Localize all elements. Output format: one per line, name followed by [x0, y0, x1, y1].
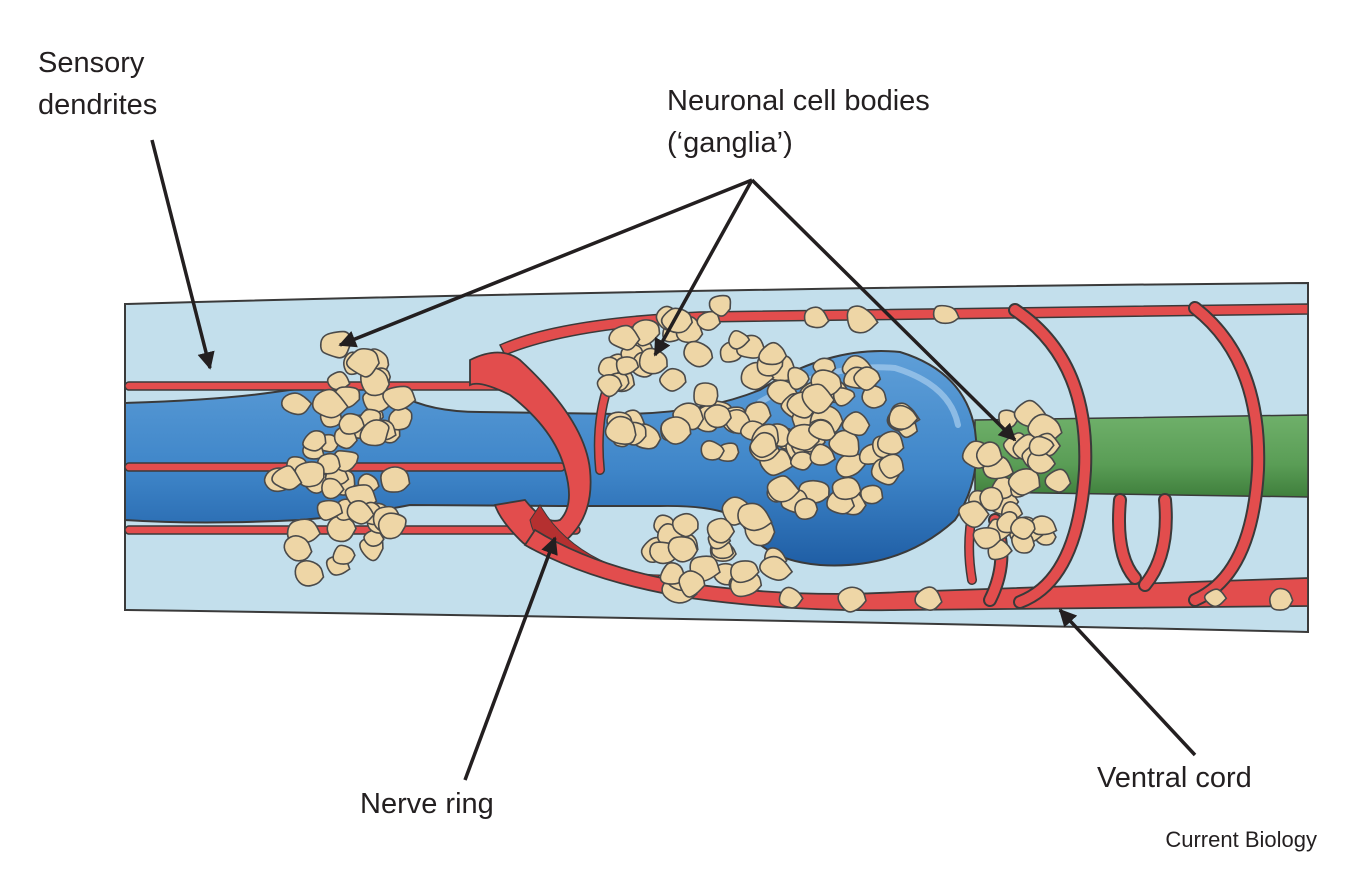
cell-body: [979, 486, 1004, 512]
neuronal-cell-bodies: [263, 294, 1294, 613]
label-ventral-cord: Ventral cord: [1097, 762, 1252, 794]
cell-body: [316, 499, 344, 521]
cell-body: [660, 416, 692, 445]
cell-body: [380, 466, 411, 493]
cell-body: [700, 440, 725, 461]
cell-body: [759, 555, 794, 581]
arrow-sensory-dendrites: [150, 139, 215, 370]
cell-body: [801, 383, 836, 415]
cell-body: [737, 502, 773, 532]
cell-body: [345, 347, 380, 378]
cell-body: [809, 443, 836, 466]
cell-body: [861, 385, 887, 409]
cell-body: [958, 500, 990, 529]
cell-body: [604, 415, 637, 445]
cell-body: [693, 382, 719, 407]
cell-body: [932, 304, 960, 325]
cell-body: [972, 527, 1002, 550]
cell-body: [1044, 468, 1072, 493]
cell-body: [975, 441, 1003, 468]
cell-body: [794, 497, 819, 520]
cell-body: [359, 419, 390, 447]
cell-body: [302, 429, 327, 452]
cell-body: [853, 366, 882, 391]
cell-body: [667, 536, 699, 563]
cell-body: [808, 419, 837, 442]
cell-body: [888, 404, 919, 431]
cell-body: [332, 544, 356, 565]
cell-body: [837, 586, 867, 613]
annotation-arrows: [150, 139, 1197, 781]
cell-body: [1203, 588, 1228, 608]
cell-body: [659, 367, 687, 392]
cell-body: [789, 451, 814, 471]
arrow-ganglia-right: [750, 178, 1017, 442]
cell-body: [615, 356, 640, 376]
cell-body: [271, 465, 303, 491]
cell-body: [832, 387, 856, 407]
commissures: [983, 301, 1266, 609]
cell-body: [382, 385, 417, 411]
cell-body: [294, 559, 325, 587]
cell-body: [706, 517, 736, 544]
cell-body: [321, 477, 345, 500]
cell-body: [787, 366, 810, 391]
cell-body: [803, 306, 830, 329]
cell-body: [671, 512, 699, 538]
cell-body: [377, 512, 407, 540]
cell-body: [1028, 435, 1055, 457]
ventral-cord: [523, 528, 1309, 612]
cell-body: [841, 411, 871, 437]
cell-body: [280, 392, 313, 416]
arrow-ganglia-left: [338, 178, 753, 348]
label-neuronal-line1: Neuronal cell bodies: [667, 85, 930, 117]
cell-body: [749, 431, 778, 459]
cell-body: [758, 341, 788, 366]
nerve-ring: [469, 351, 592, 553]
cell-body: [346, 499, 375, 525]
cell-body: [338, 412, 366, 435]
label-nerve-ring: Nerve ring: [360, 788, 494, 820]
journal-credit: Current Biology: [1165, 827, 1317, 852]
cell-body: [778, 586, 804, 609]
cell-body: [283, 535, 313, 562]
arrow-nerve-ring: [463, 536, 558, 781]
arrow-ganglia-middle: [653, 179, 754, 357]
cell-body: [730, 560, 760, 584]
label-neuronal-cell-bodies: Neuronal cell bodies (‘ganglia’): [667, 80, 930, 164]
cell-body: [846, 305, 879, 334]
label-neuronal-line2: (‘ganglia’): [667, 127, 793, 159]
cell-body: [831, 476, 862, 501]
cell-body: [1010, 516, 1036, 540]
cell-body: [683, 340, 714, 368]
arrow-ventral-cord: [1058, 608, 1197, 757]
label-sensory-dendrites: Sensory dendrites: [38, 42, 157, 126]
cell-body: [608, 324, 641, 351]
cell-body: [878, 453, 905, 479]
cell-body: [766, 475, 801, 503]
cell-body: [859, 484, 884, 505]
cell-body: [708, 294, 732, 317]
cell-body: [311, 388, 349, 419]
label-sensory-line1: Sensory: [38, 47, 145, 79]
cell-body: [1268, 587, 1294, 611]
cell-body: [703, 404, 732, 429]
label-sensory-line2: dendrites: [38, 89, 158, 121]
cell-body: [678, 570, 706, 598]
cell-body: [319, 330, 352, 359]
cell-body: [728, 329, 751, 350]
cell-body: [914, 586, 943, 611]
cell-body: [876, 430, 905, 456]
cell-body: [596, 374, 623, 398]
